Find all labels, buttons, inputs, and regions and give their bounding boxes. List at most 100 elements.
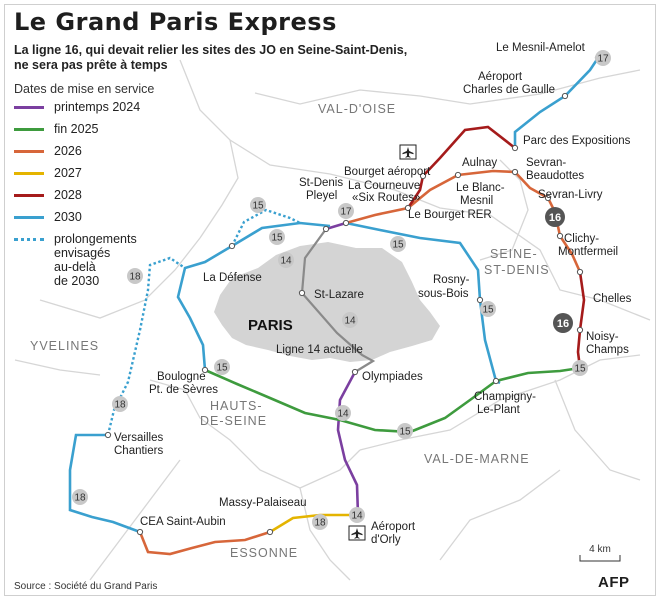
station-dot	[266, 528, 274, 536]
line-15-east	[345, 221, 501, 385]
source-note: Source : Société du Grand Paris	[14, 581, 158, 592]
station-orly-1: Aéroport	[371, 521, 416, 533]
station-olympiades: Olympiades	[362, 371, 423, 383]
line-18-south	[138, 530, 271, 556]
region-hauts-de-seine-2: DE-SEINE	[200, 414, 267, 428]
legend-label: 2027	[54, 166, 82, 180]
map-title: Le Grand Paris Express	[14, 8, 337, 36]
station-versailles-1: Versailles	[114, 432, 163, 444]
badge-14-label: 14	[351, 511, 363, 522]
legend-label: 2028	[54, 188, 82, 202]
legend-title: Dates de mise en service	[14, 82, 155, 96]
legend-label-line: de 2030	[54, 274, 100, 288]
badge-17: 17	[595, 50, 611, 66]
badge-16: 16	[545, 207, 565, 227]
legend-swatch-2030	[14, 216, 44, 219]
line-14-existing	[300, 228, 376, 373]
station-courneuve-2: «Six Routes»	[352, 192, 420, 204]
station-la-defense: La Défense	[203, 272, 262, 284]
region-val-d-oise: VAL-D'OISE	[318, 102, 396, 116]
station-parc-expo: Parc des Expositions	[523, 135, 631, 147]
region-val-de-marne: VAL-DE-MARNE	[424, 452, 530, 466]
station-dot	[342, 219, 350, 227]
station-orly-2: d'Orly	[371, 534, 401, 546]
station-courneuve-1: La Courneuve	[348, 180, 420, 192]
badge-15: 15	[269, 229, 285, 245]
station-champigny-1: Champigny-	[474, 391, 536, 403]
station-versailles-2: Chantiers	[114, 445, 163, 457]
station-dot	[511, 168, 519, 176]
region-seine-st-denis-2: ST-DENIS	[484, 263, 550, 277]
station-dot	[404, 204, 412, 212]
station-dot	[298, 289, 306, 297]
legend-label: 2026	[54, 144, 82, 158]
badge-18: 18	[112, 396, 128, 412]
afp-logo: AFP	[598, 574, 630, 591]
station-bourget-aeroport: Bourget aéroport	[344, 166, 431, 178]
station-dot	[454, 171, 462, 179]
badge-18: 18	[72, 489, 88, 505]
map-subtitle: La ligne 16, qui devait relier les sites…	[14, 43, 444, 73]
station-champigny-2: Le-Plant	[477, 404, 521, 416]
badge-17-label: 17	[597, 54, 609, 65]
badge-15: 15	[572, 360, 588, 376]
station-chelles: Chelles	[593, 293, 632, 305]
badge-15-label: 15	[482, 305, 494, 316]
station-dot	[492, 377, 500, 385]
station-dot	[104, 431, 112, 439]
region-yvelines: YVELINES	[30, 339, 99, 353]
legend-swatch-2024	[14, 106, 44, 109]
station-rosny-2: sous-Bois	[418, 288, 469, 300]
station-aulnay: Aulnay	[462, 157, 497, 169]
line-17-north	[513, 57, 600, 148]
station-noisy-1: Noisy-	[586, 331, 619, 343]
legend-label: 2030	[54, 210, 82, 224]
region-essonne: ESSONNE	[230, 546, 298, 560]
badge-14: 14	[349, 507, 365, 523]
legend-label: fin 2025	[54, 122, 99, 136]
extension-15-north	[230, 208, 301, 247]
line-14-south	[336, 371, 360, 516]
badge-18-label: 18	[114, 400, 126, 411]
badge-14: 14	[342, 312, 358, 328]
station-dot	[322, 225, 330, 233]
line-14-north	[325, 221, 347, 231]
badge-14: 14	[278, 252, 294, 268]
station-dot	[351, 368, 359, 376]
badge-16-label: 16	[557, 318, 569, 330]
plane-icon	[348, 525, 366, 541]
badge-15-label: 15	[216, 363, 228, 374]
legend-swatch-prolongements	[14, 238, 44, 241]
legend-label-line: envisagés	[54, 246, 111, 260]
station-boulogne-2: Pt. de Sèvres	[149, 384, 218, 396]
station-cdg-2: Charles de Gaulle	[463, 84, 555, 96]
station-blanc-mesnil-1: Le Blanc-	[456, 182, 505, 194]
badge-15: 15	[250, 197, 266, 213]
legend-swatch-2027	[14, 172, 44, 175]
station-dot	[201, 366, 209, 374]
station-clichy-1: Clichy-	[564, 233, 599, 245]
station-mesnil-amelot: Le Mesnil-Amelot	[496, 42, 586, 54]
station-blanc-mesnil-2: Mesnil	[460, 195, 493, 207]
station-boulogne-1: Boulogne	[157, 371, 206, 383]
station-st-denis-2: Pleyel	[306, 190, 337, 202]
line-badges: 17 17 15 15 15 15 15 15 15 14 14 14 14 1…	[72, 50, 611, 530]
region-seine-st-denis-1: SEINE-	[490, 247, 538, 261]
station-cea: CEA Saint-Aubin	[140, 516, 226, 528]
legend-label-line: au-delà	[54, 260, 96, 274]
station-sevran-beaudottes-1: Sevran-	[526, 157, 566, 169]
subtitle-line-1: La ligne 16, qui devait relier les sites…	[14, 43, 408, 57]
badge-15: 15	[480, 301, 496, 317]
badge-18-label: 18	[129, 272, 141, 283]
station-sevran-beaudottes-2: Beaudottes	[526, 170, 584, 182]
badge-16: 16	[553, 313, 573, 333]
badge-15: 15	[390, 236, 406, 252]
badge-17: 17	[338, 203, 354, 219]
station-rosny-1: Rosny-	[433, 274, 470, 286]
station-dot	[511, 144, 519, 152]
station-sevran-livry: Sevran-Livry	[538, 189, 603, 201]
badge-15-label: 15	[271, 233, 283, 244]
line-15-west	[176, 221, 331, 371]
station-dot	[476, 296, 484, 304]
badge-18: 18	[127, 268, 143, 284]
